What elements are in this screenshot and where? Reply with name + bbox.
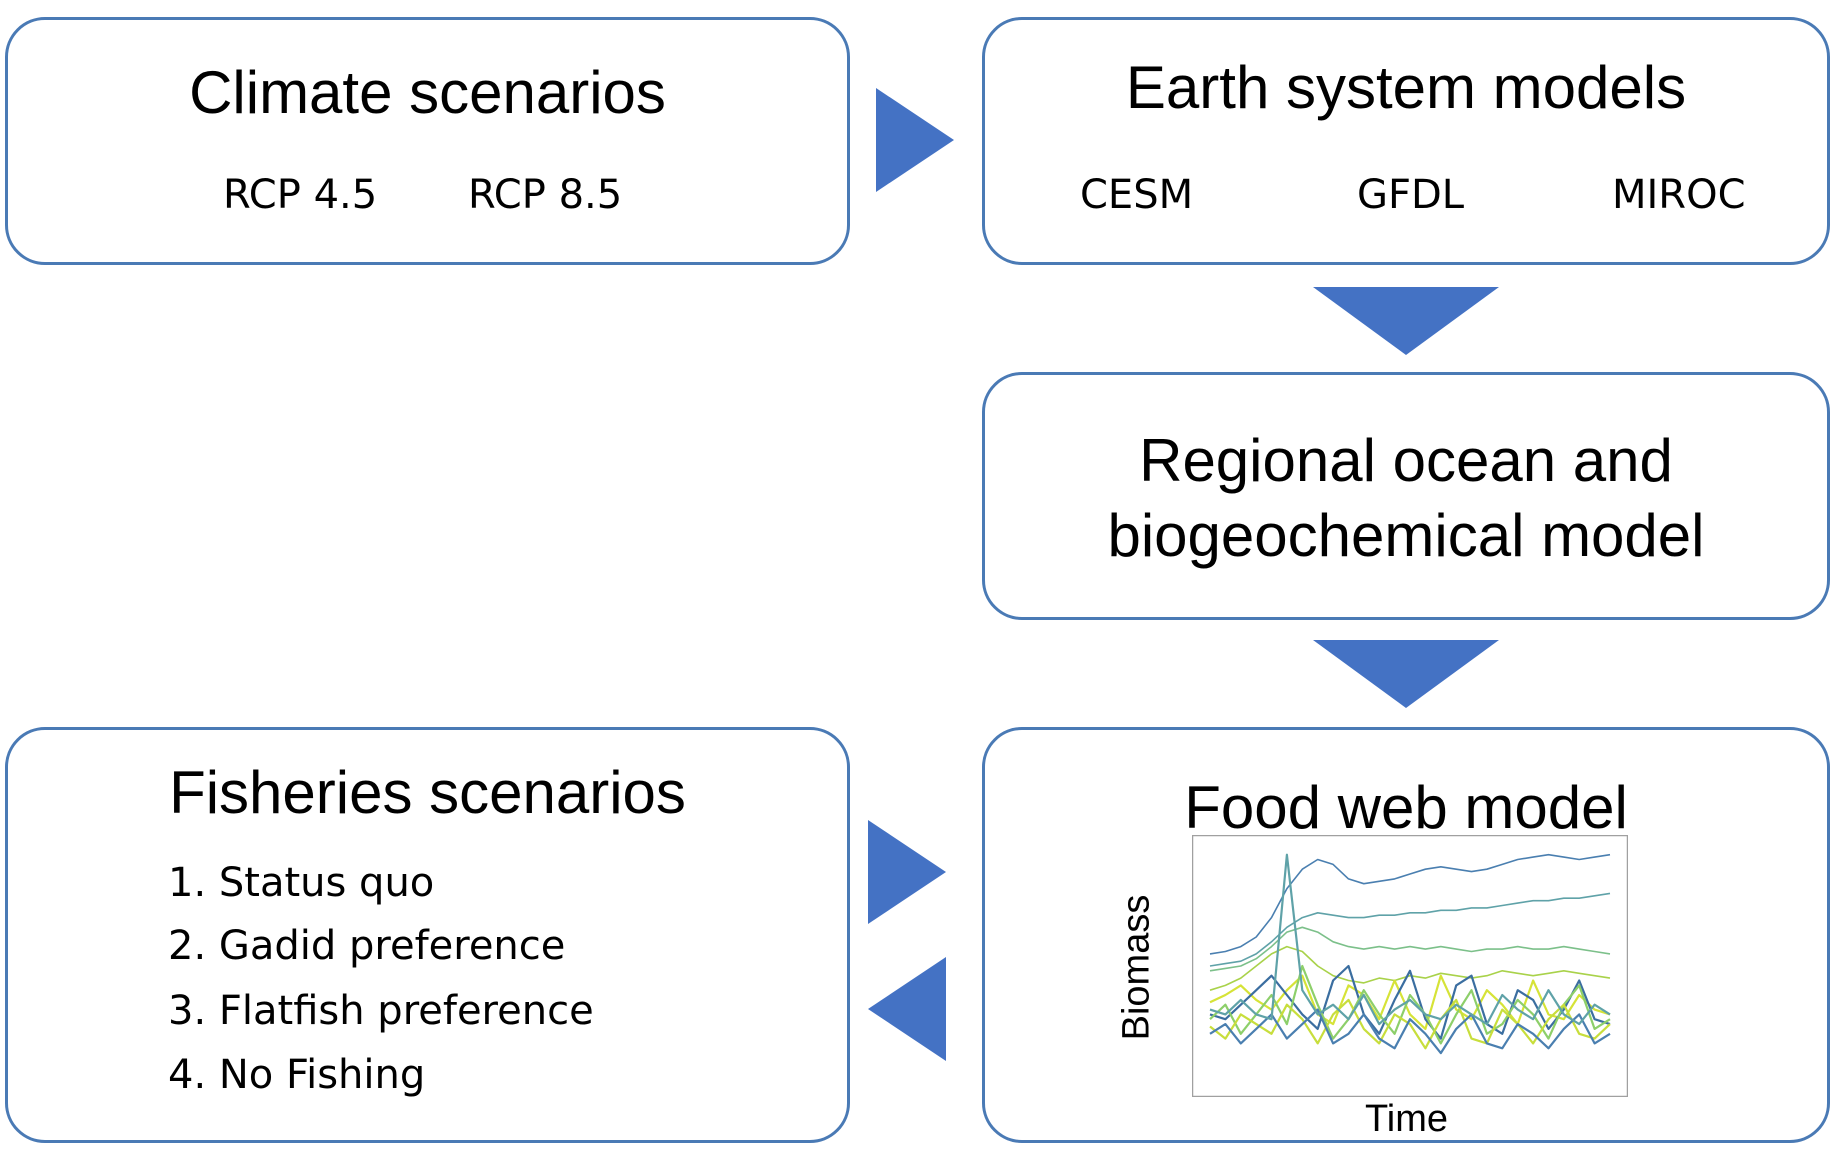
biomass-series-line-9 — [1209, 1008, 1611, 1055]
plot-frame — [1192, 835, 1628, 1097]
earth-system-models-box: Earth system models CESM GFDL MIROC — [982, 17, 1830, 265]
fisheries-item-1: 1. Status quo — [168, 860, 435, 906]
arrow-down-regional-to-foodweb — [1313, 640, 1499, 708]
arrow-right-fisheries-to-foodweb — [868, 820, 946, 924]
fisheries-item-4: 4. No Fishing — [168, 1052, 426, 1098]
esm-item-cesm: CESM — [1080, 172, 1194, 218]
climate-item-rcp85: RCP 8.5 — [468, 172, 623, 218]
climate-scenarios-title: Climate scenarios — [189, 59, 666, 126]
y-axis-label: Biomass — [1115, 894, 1158, 1041]
biomass-series-line-7 — [1209, 964, 1611, 1045]
biomass-time-plot — [1192, 835, 1628, 1097]
fisheries-item-3: 3. Flatfish preference — [168, 988, 594, 1034]
climate-scenarios-box: Climate scenarios RCP 4.5 RCP 8.5 — [5, 17, 850, 265]
biomass-series-line-6 — [1209, 964, 1611, 1040]
biomass-series-line-10 — [1209, 853, 1611, 1026]
arrow-down-esm-to-regional — [1313, 287, 1499, 355]
climate-item-rcp45: RCP 4.5 — [223, 172, 378, 218]
esm-item-gfdl: GFDL — [1357, 172, 1465, 218]
fisheries-item-2: 2. Gadid preference — [168, 923, 566, 969]
esm-item-miroc: MIROC — [1612, 172, 1746, 218]
regional-ocean-title-line1: Regional ocean and — [1139, 427, 1673, 494]
fisheries-scenarios-title: Fisheries scenarios — [169, 759, 686, 826]
biomass-series-line-1 — [1209, 853, 1611, 955]
food-web-model-title: Food web model — [1184, 774, 1628, 841]
plot-series-group — [1209, 853, 1611, 1055]
biomass-series-line-2 — [1209, 892, 1611, 967]
regional-ocean-box: Regional ocean and biogeochemical model — [982, 372, 1830, 620]
biomass-series-line-4 — [1209, 945, 1611, 991]
biomass-series-line-3 — [1209, 926, 1611, 972]
food-web-model-box: Food web model Biomass Time — [982, 727, 1830, 1143]
earth-system-models-title: Earth system models — [1125, 54, 1687, 121]
arrow-left-foodweb-to-fisheries — [868, 957, 946, 1061]
arrow-right-climate-to-esm — [876, 88, 954, 192]
fisheries-scenarios-box: Fisheries scenarios 1. Status quo 2. Gad… — [5, 727, 850, 1143]
regional-ocean-title-line2: biogeochemical model — [1107, 502, 1705, 569]
x-axis-label: Time — [1365, 1098, 1449, 1140]
